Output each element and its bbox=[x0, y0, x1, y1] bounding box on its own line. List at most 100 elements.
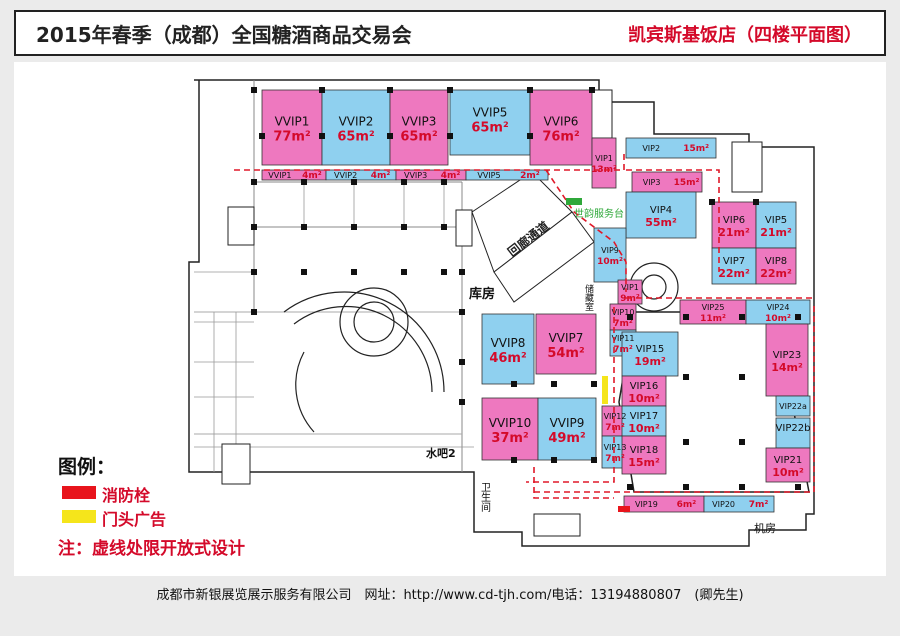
column-marker bbox=[301, 224, 307, 230]
storage-label: 库房 bbox=[469, 286, 495, 302]
room-name-label: VIP19 bbox=[635, 500, 658, 509]
column-marker bbox=[351, 269, 357, 275]
column-marker bbox=[351, 224, 357, 230]
column-marker bbox=[591, 457, 597, 463]
column-marker bbox=[627, 314, 633, 320]
room-vip4-shape bbox=[625, 191, 697, 239]
legend-title: 图例： bbox=[58, 456, 116, 478]
room-vip21-shape bbox=[765, 447, 811, 483]
page-title: 2015年春季（成都）全国糖酒商品交易会 bbox=[36, 23, 412, 47]
room-area-label: 10m² bbox=[772, 466, 804, 479]
column-marker bbox=[627, 484, 633, 490]
room-shapes bbox=[261, 89, 811, 513]
column-marker bbox=[459, 399, 465, 405]
room-area-label: 4m² bbox=[371, 171, 391, 181]
room-name-label: VIP1 bbox=[595, 154, 613, 163]
room-name-label: VVIP2 bbox=[339, 115, 374, 129]
column-marker bbox=[551, 381, 557, 387]
room-name-label: VVIP6 bbox=[544, 115, 579, 129]
room-name-label: VIP3 bbox=[643, 178, 661, 187]
room-vip17-shape bbox=[621, 405, 667, 437]
floor-title: 凯宾斯基饭店（四楼平面图） bbox=[628, 25, 862, 46]
room-area-label: 49m² bbox=[548, 431, 585, 446]
room-name-label: VIP22a bbox=[779, 402, 807, 411]
column-marker bbox=[387, 87, 393, 93]
column-marker bbox=[251, 179, 257, 185]
column-marker bbox=[753, 199, 759, 205]
column-marker bbox=[683, 484, 689, 490]
room-name-label: VIP11 bbox=[612, 334, 635, 343]
room-area-label: 54m² bbox=[547, 346, 584, 361]
column-marker bbox=[319, 87, 325, 93]
room-area-label: 7m² bbox=[613, 319, 633, 329]
room-vvip5-shape bbox=[449, 89, 531, 156]
service-desk-label: 世韵服务台 bbox=[574, 207, 624, 220]
room-vip8-shape bbox=[755, 247, 797, 285]
column-marker bbox=[251, 309, 257, 315]
stairs bbox=[221, 89, 763, 537]
room-area-label: 10m² bbox=[765, 314, 791, 324]
room-name-label: VIP12 bbox=[604, 412, 627, 421]
column-marker bbox=[319, 133, 325, 139]
room-area-label: 37m² bbox=[491, 431, 528, 446]
room-name-label: VVIP7 bbox=[549, 331, 584, 345]
signage-swatch bbox=[62, 510, 96, 523]
room-name-label: VVIP5 bbox=[477, 171, 500, 180]
storage-room-label: 储藏室 bbox=[583, 283, 594, 311]
room-area-label: 7m² bbox=[749, 500, 769, 510]
room-vip22b-shape bbox=[775, 417, 811, 449]
room-name-label: VVIP2 bbox=[334, 171, 357, 180]
room-area-label: 65m² bbox=[337, 130, 374, 145]
column-marker bbox=[795, 484, 801, 490]
column-marker bbox=[301, 269, 307, 275]
column-marker bbox=[683, 314, 689, 320]
room-area-label: 7m² bbox=[605, 454, 625, 464]
room-vip25-shape bbox=[679, 299, 747, 325]
room-vvip3-shape bbox=[389, 89, 449, 166]
room-area-label: 21m² bbox=[760, 226, 792, 239]
room-area-label: 15m² bbox=[628, 456, 660, 469]
header-bar: 2015年春季（成都）全国糖酒商品交易会 凯宾斯基饭店（四楼平面图） bbox=[14, 10, 886, 56]
room-name-label: VIP8 bbox=[765, 256, 787, 267]
column-marker bbox=[351, 179, 357, 185]
room-vip1-shape bbox=[617, 279, 643, 305]
room-area-label: 10m² bbox=[628, 422, 660, 435]
service-desk-marker bbox=[566, 198, 582, 205]
column-marker bbox=[401, 179, 407, 185]
room-name-label: VVIP5 bbox=[473, 106, 508, 120]
room-area-label: 2m² bbox=[520, 171, 540, 181]
column-marker bbox=[527, 87, 533, 93]
room-vip18-shape bbox=[621, 435, 667, 475]
room-area-label: 65m² bbox=[471, 121, 508, 136]
room-vvip7-shape bbox=[535, 313, 597, 375]
room-vip2-shape bbox=[625, 137, 717, 159]
column-marker bbox=[441, 224, 447, 230]
column-marker bbox=[511, 457, 517, 463]
room-area-label: 10m² bbox=[597, 257, 623, 267]
room-vvip1-shape bbox=[261, 89, 323, 166]
room-area-label: 4m² bbox=[441, 171, 461, 181]
legend-hydrant-label: 消防栓 bbox=[102, 486, 151, 505]
room-name-label: VIP17 bbox=[630, 411, 659, 422]
room-name-label: VVIP8 bbox=[491, 336, 526, 350]
room-name-label: VIP24 bbox=[767, 303, 790, 312]
room-area-label: 55m² bbox=[645, 216, 677, 229]
room-name-label: VIP9 bbox=[601, 246, 619, 255]
room-area-label: 10m² bbox=[628, 392, 660, 405]
room-area-label: 9m² bbox=[620, 294, 640, 304]
column-marker bbox=[511, 381, 517, 387]
room-name-label: VIP4 bbox=[650, 205, 672, 216]
room-name-label: VVIP1 bbox=[275, 115, 310, 129]
column-marker bbox=[683, 374, 689, 380]
column-marker bbox=[795, 314, 801, 320]
column-marker bbox=[739, 314, 745, 320]
room-name-label: VIP15 bbox=[636, 344, 665, 355]
room-area-label: 11m² bbox=[700, 314, 726, 324]
column-marker bbox=[251, 224, 257, 230]
open-design-dashed-line bbox=[234, 150, 815, 499]
door-signage-markers bbox=[602, 376, 608, 404]
column-marker bbox=[251, 87, 257, 93]
